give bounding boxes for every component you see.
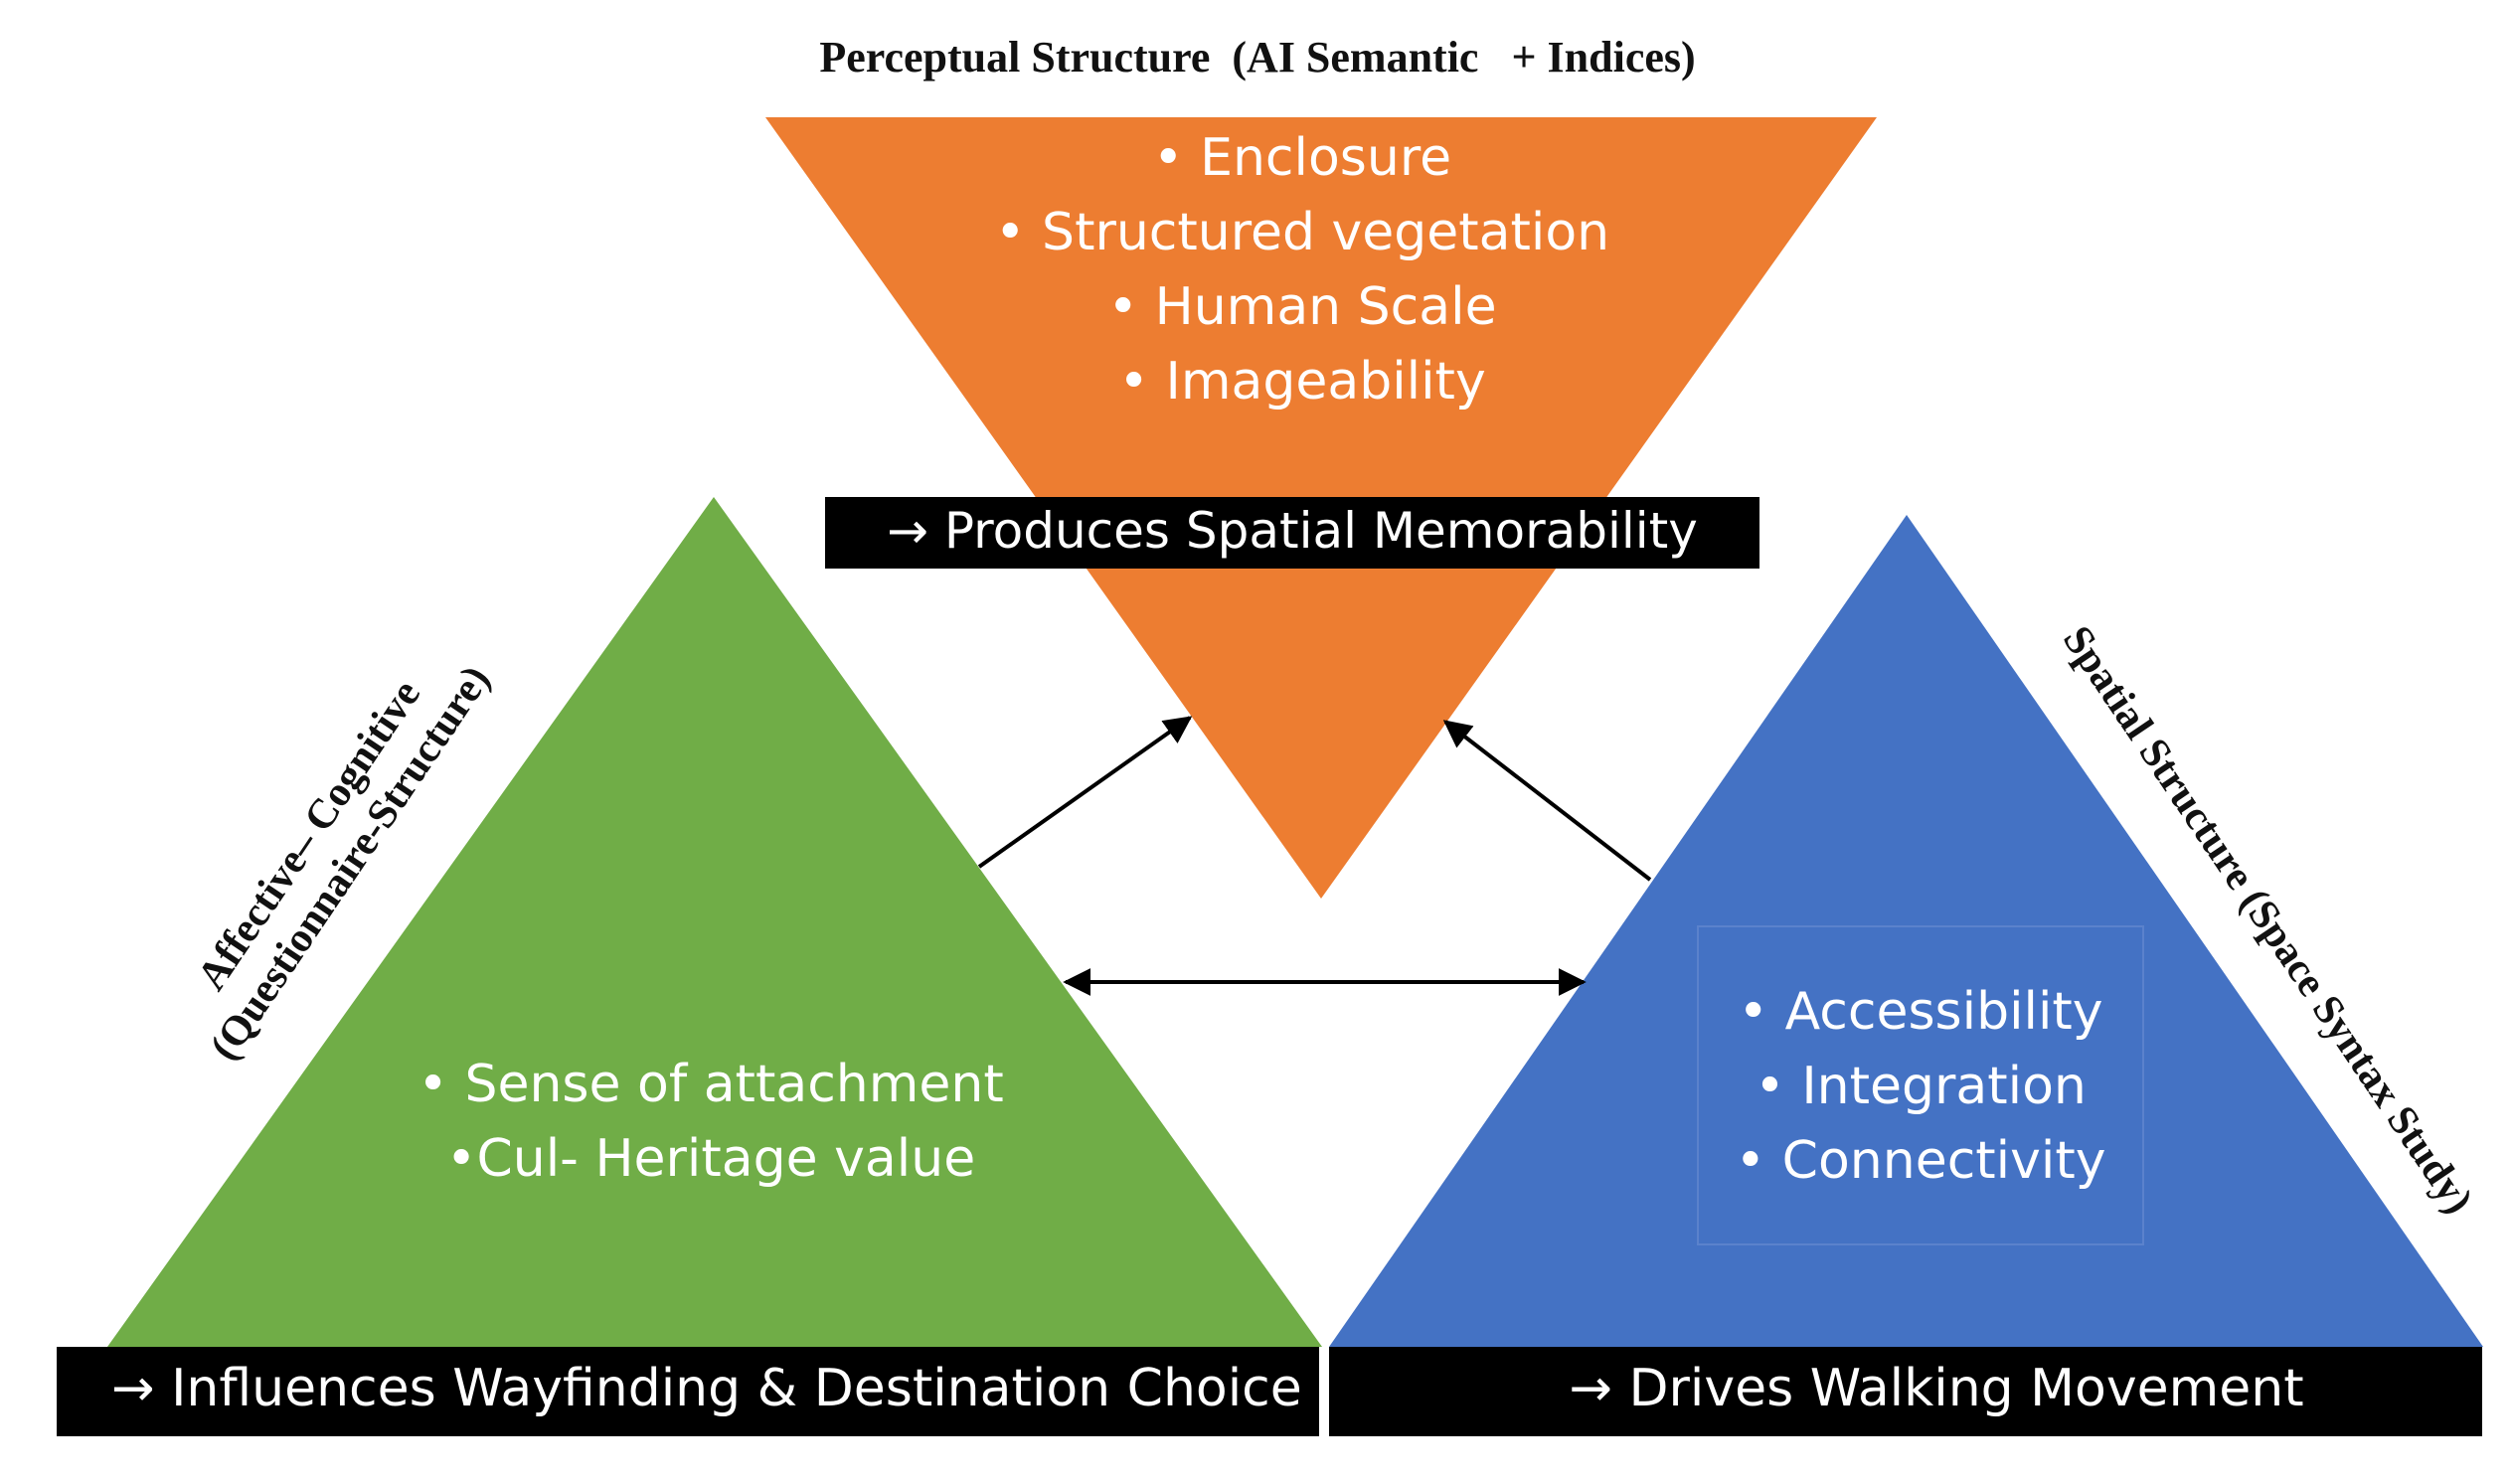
perceptual-item: • Imageability [1118,352,1485,412]
perceptual-banner [825,497,1759,569]
perceptual-title: Perceptual Structure (AI Semantic + Indi… [819,33,1695,82]
affective-items: • Sense of attachment •Cul- Heritage valu… [418,1055,1003,1189]
perceptual-items: • Enclosure • Structured vegetation • Huma… [995,128,1609,412]
affective-banner-label: → Influences Wayfinding & Destination Ch… [111,1359,1302,1418]
perceptual-item: • Human Scale [1107,277,1496,337]
perceptual-item: • Structured vegetation [995,203,1609,262]
spatial-item: • Connectivity [1735,1131,2105,1191]
spatial-items: • Accessibility • Integration • Connectivi… [1735,982,2105,1191]
affective-item: • Sense of attachment [418,1055,1003,1114]
perceptual-item: • Enclosure [1153,128,1451,188]
affective-banner [57,1347,1319,1436]
spatial-items-box [1697,925,2144,1245]
perceptual-banner-label: → Produces Spatial Memorability [887,502,1698,560]
spatial-banner-label: → Drives Walking Movement [1569,1359,2303,1418]
spatial-item: • Accessibility [1738,982,2102,1042]
spatial-item: • Integration [1755,1057,2087,1116]
affective-triangle [107,497,1322,1347]
spatial-triangle [1329,515,2483,1347]
arrow-affective-to-perceptual [977,716,1193,869]
arrow-spatial-to-perceptual [1442,720,1652,882]
affective-item: •Cul- Heritage value [446,1129,975,1189]
spatial-banner [1329,1347,2482,1436]
